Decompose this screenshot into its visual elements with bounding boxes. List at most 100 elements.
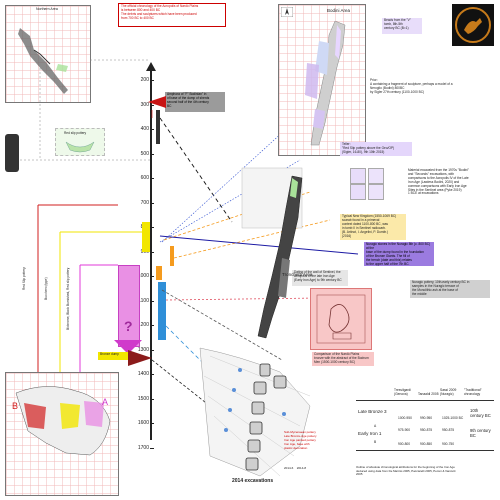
magenta-down-arrow-icon — [114, 340, 142, 354]
note-4: Material excavated from the 1970s "Bodin… — [406, 168, 492, 200]
timeline-tick-mark — [150, 447, 154, 449]
table-col-head-2: Tanaaldi 2005 — [418, 392, 439, 396]
red-ware-label: Red slip pottery — [64, 131, 87, 135]
timeline-tick-mark — [150, 153, 154, 155]
sculpture-figure-box — [310, 288, 372, 350]
table-col-head-3: Sassi 2009 (Nuragic) — [440, 388, 457, 396]
bodini-area-map: Bodini Area — [278, 4, 366, 156]
timeline-tick-mark — [150, 398, 154, 400]
lower-plan-drawing — [199, 347, 311, 477]
row3-c3: 900-750 — [442, 442, 455, 446]
row1-c2: 990-950 — [420, 416, 433, 420]
timeline-tick-mark — [150, 276, 154, 277]
row2-c2: 950-875 — [420, 428, 433, 432]
small-legend: Sub-Mycenaean pottery Late Bronze-Age po… — [284, 430, 344, 470]
grey-callout: Amphora of "F" Bodinian" in of base of t… — [165, 92, 225, 112]
table-col-head-1: Tresvilgardi (Genova) — [394, 388, 411, 396]
left-axis-label-1: Red Slip pottery — [22, 267, 26, 290]
row2-c1: 975-900 — [398, 428, 411, 432]
timeline-tick-mark — [150, 202, 154, 204]
intro-note: The official chronology of the Acropolis… — [118, 3, 226, 27]
left-axis-label-3: Bichrome, Black Burnished, Red slip pott… — [66, 267, 70, 330]
timeline-arrow-icon — [146, 62, 156, 71]
tronchetti-area-title: Tronchetti Area — [282, 272, 313, 277]
red-pointer-top — [148, 96, 166, 108]
timeline-tick-mark — [150, 374, 154, 375]
note-3: Teller:"Red Slip pottery above the Geo/O… — [340, 142, 412, 156]
figurine-thumbnail — [5, 134, 19, 172]
timeline-tick-1700: 1700 — [137, 444, 149, 451]
compass-icon — [281, 7, 293, 17]
timeline-tick-700: 700 — [140, 199, 149, 206]
red-ware-panel: Red slip pottery — [55, 128, 105, 156]
timeline-tick-mark — [150, 178, 154, 179]
row1-c3: 1025-1000 BC — [442, 416, 464, 420]
legend-row-5: plastic decoration — [284, 446, 308, 450]
sculpture-drawing — [316, 294, 366, 344]
orange-bar — [170, 246, 174, 266]
row2-label: Early Iron 1 — [358, 431, 382, 436]
bodini-area-title: Bodini Area — [327, 8, 351, 13]
table-caption: Outline of absolute chronological attrib… — [356, 465, 456, 477]
timeline-tick-mark — [150, 325, 154, 326]
timeline-tick-mark — [150, 129, 154, 130]
timeline-tick-200: 200 — [140, 77, 149, 83]
legend-row-4: Iron Age, base with — [284, 442, 310, 446]
row2-c3: 950-875 — [442, 428, 455, 432]
pottery-thumbnails — [350, 168, 400, 200]
blue-bar-2 — [156, 266, 162, 280]
deer-icon — [455, 7, 491, 43]
row2-sub: A — [374, 424, 377, 428]
timeline-tick-1400: 1400 — [137, 371, 149, 377]
ab-plan-drawing — [15, 386, 111, 456]
excavations-label: 2014 excavations — [232, 478, 274, 484]
red-pointer-bottom — [128, 350, 152, 366]
timeline-tick-1000: 1000 — [137, 273, 149, 279]
timeline-tick-1600: 1600 — [137, 420, 149, 426]
timeline-tick-600: 600 — [140, 175, 149, 181]
row1-label: Late Bronze 3 — [358, 409, 387, 414]
label-a: A — [102, 397, 109, 407]
timeline-tick-mark — [150, 104, 154, 106]
red-ware-shape — [65, 141, 95, 153]
bronze-label-box: Bronze dump — [98, 352, 128, 360]
lower-plan — [190, 336, 315, 486]
note-2: Prior:A containing a fragment of sculptu… — [368, 78, 468, 98]
chronology-table: Tresvilgardi (Genova) Tanaaldi 2005 Sass… — [356, 388, 494, 460]
row3-sub: B — [374, 440, 377, 444]
timeline-tick-400: 400 — [140, 126, 149, 132]
timeline-tick-mark — [150, 300, 154, 302]
legend-row-2: Late Bronze-Age pottery — [284, 434, 317, 438]
timeline-tick-mark — [150, 349, 154, 351]
question-mark: ? — [124, 318, 133, 334]
timeline-tick-300: 300 — [140, 101, 149, 108]
dark-bar — [156, 110, 160, 144]
table-col-head-4: "Traditional" chronology — [464, 388, 482, 396]
left-axis-label-2: Bucchero (type) — [44, 277, 48, 301]
bodini-excavation-shape — [305, 20, 346, 146]
note-6: Nuragic stones in the Nuragic 8th (c. 80… — [364, 242, 434, 266]
timeline-tick-1300: 1300 — [137, 346, 149, 353]
row2-period: 9th century BC — [470, 428, 491, 438]
note-9: Nuragic pottery, 10th-early century BC i… — [410, 280, 490, 298]
legend-items: 2014-6 2014-8 — [284, 466, 307, 470]
row1-c1: 1000-950 — [398, 416, 412, 420]
timeline-tick-1500: 1500 — [137, 395, 149, 402]
timeline-axis — [150, 70, 152, 440]
row3-c2: 900-850 — [420, 442, 433, 446]
yellow-bar — [142, 222, 150, 252]
row3-c1: 900-800 — [398, 442, 411, 446]
deer-logo — [452, 4, 494, 46]
northern-area-title: Northern Area — [36, 7, 58, 11]
blue-bar — [158, 282, 166, 340]
legend-row-3: Iron Age painted pottery — [284, 438, 316, 442]
timeline-tick-500: 500 — [140, 150, 149, 157]
timeline-tick-1100: 1100 — [138, 297, 149, 304]
tronchetti-excavation-strip — [241, 167, 303, 339]
legend-row-1: Sub-Mycenaean pottery — [284, 430, 316, 434]
northern-area-excavation-shape — [18, 28, 68, 94]
timeline-tick-mark — [150, 80, 154, 81]
